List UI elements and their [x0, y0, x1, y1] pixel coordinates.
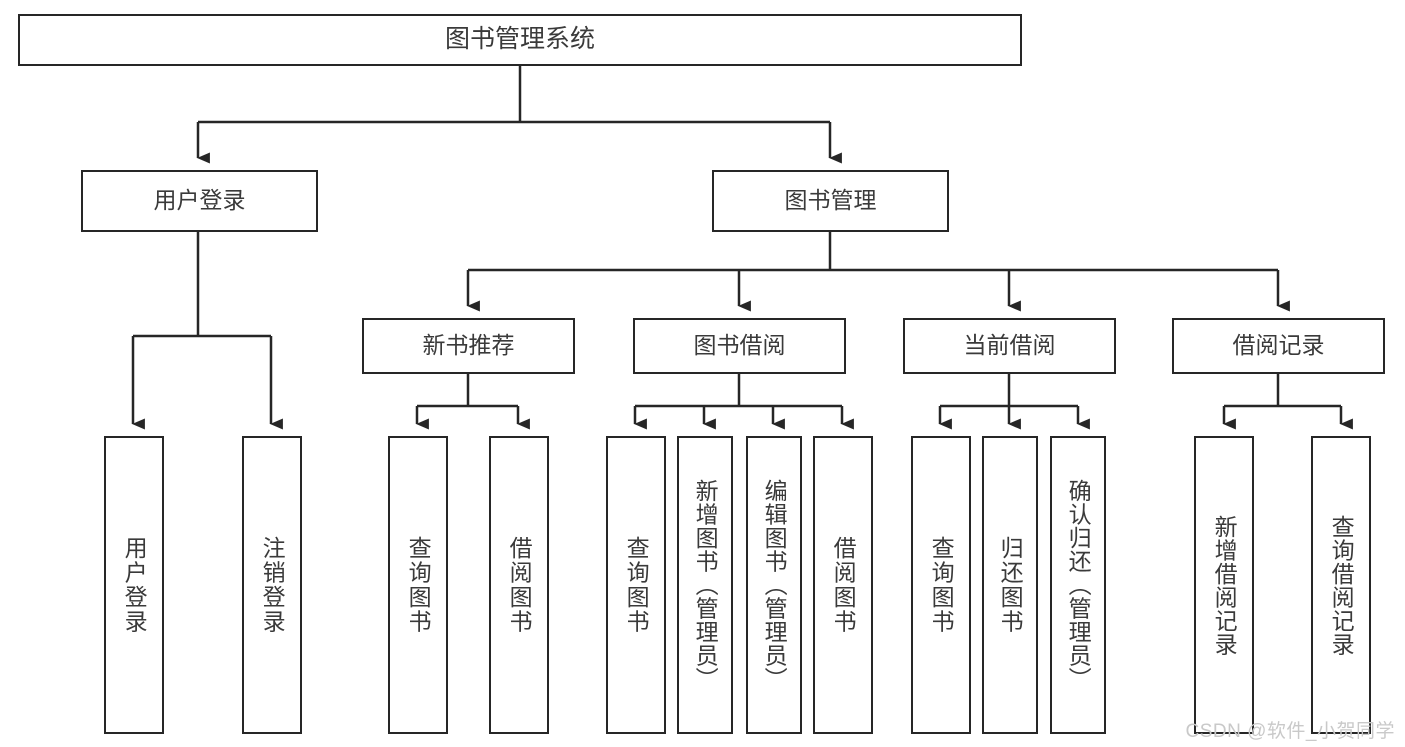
node-user-login[interactable]: 用户登录: [81, 170, 318, 232]
node-label: 查询图书: [928, 536, 955, 634]
node-label: 借阅图书: [830, 536, 857, 634]
leaf-query-book-recommend[interactable]: 查询图书: [388, 436, 448, 734]
node-label: 图书管理: [784, 187, 877, 214]
node-label: 归还图书: [997, 536, 1024, 634]
node-label: 借阅记录: [1232, 332, 1325, 359]
node-current-borrow[interactable]: 当前借阅: [903, 318, 1116, 374]
node-label: 新书推荐: [422, 332, 515, 359]
watermark-text: CSDN @软件_小贺同学: [1185, 721, 1395, 742]
node-label: 新增图书（管理员）: [692, 479, 719, 691]
node-label: 确认归还（管理员）: [1065, 479, 1092, 691]
node-label: 查询图书: [623, 536, 650, 634]
leaf-query-borrow-record[interactable]: 查询借阅记录: [1311, 436, 1371, 734]
node-label: 查询借阅记录: [1328, 514, 1355, 656]
node-new-book-recommend[interactable]: 新书推荐: [362, 318, 575, 374]
leaf-borrow-book[interactable]: 借阅图书: [813, 436, 873, 734]
node-label: 借阅图书: [506, 536, 533, 634]
leaf-borrow-book-recommend[interactable]: 借阅图书: [489, 436, 549, 734]
leaf-confirm-return-admin[interactable]: 确认归还（管理员）: [1050, 436, 1106, 734]
node-label: 用户登录: [121, 536, 148, 634]
node-borrow-record[interactable]: 借阅记录: [1172, 318, 1385, 374]
node-label: 编辑图书（管理员）: [761, 479, 788, 691]
node-label: 注销登录: [259, 536, 286, 634]
leaf-add-book-admin[interactable]: 新增图书（管理员）: [677, 436, 733, 734]
leaf-logout[interactable]: 注销登录: [242, 436, 302, 734]
node-book-management[interactable]: 图书管理: [712, 170, 949, 232]
node-label: 图书借阅: [693, 332, 786, 359]
node-label: 查询图书: [405, 536, 432, 634]
leaf-add-borrow-record[interactable]: 新增借阅记录: [1194, 436, 1254, 734]
node-book-borrow[interactable]: 图书借阅: [633, 318, 846, 374]
node-label: 当前借阅: [963, 332, 1056, 359]
leaf-query-book-current[interactable]: 查询图书: [911, 436, 971, 734]
node-label: 新增借阅记录: [1211, 514, 1238, 656]
leaf-user-login[interactable]: 用户登录: [104, 436, 164, 734]
node-root-system[interactable]: 图书管理系统: [18, 14, 1022, 66]
leaf-query-book[interactable]: 查询图书: [606, 436, 666, 734]
node-label: 用户登录: [153, 187, 246, 214]
leaf-return-book[interactable]: 归还图书: [982, 436, 1038, 734]
node-label: 图书管理系统: [444, 25, 595, 54]
leaf-edit-book-admin[interactable]: 编辑图书（管理员）: [746, 436, 802, 734]
